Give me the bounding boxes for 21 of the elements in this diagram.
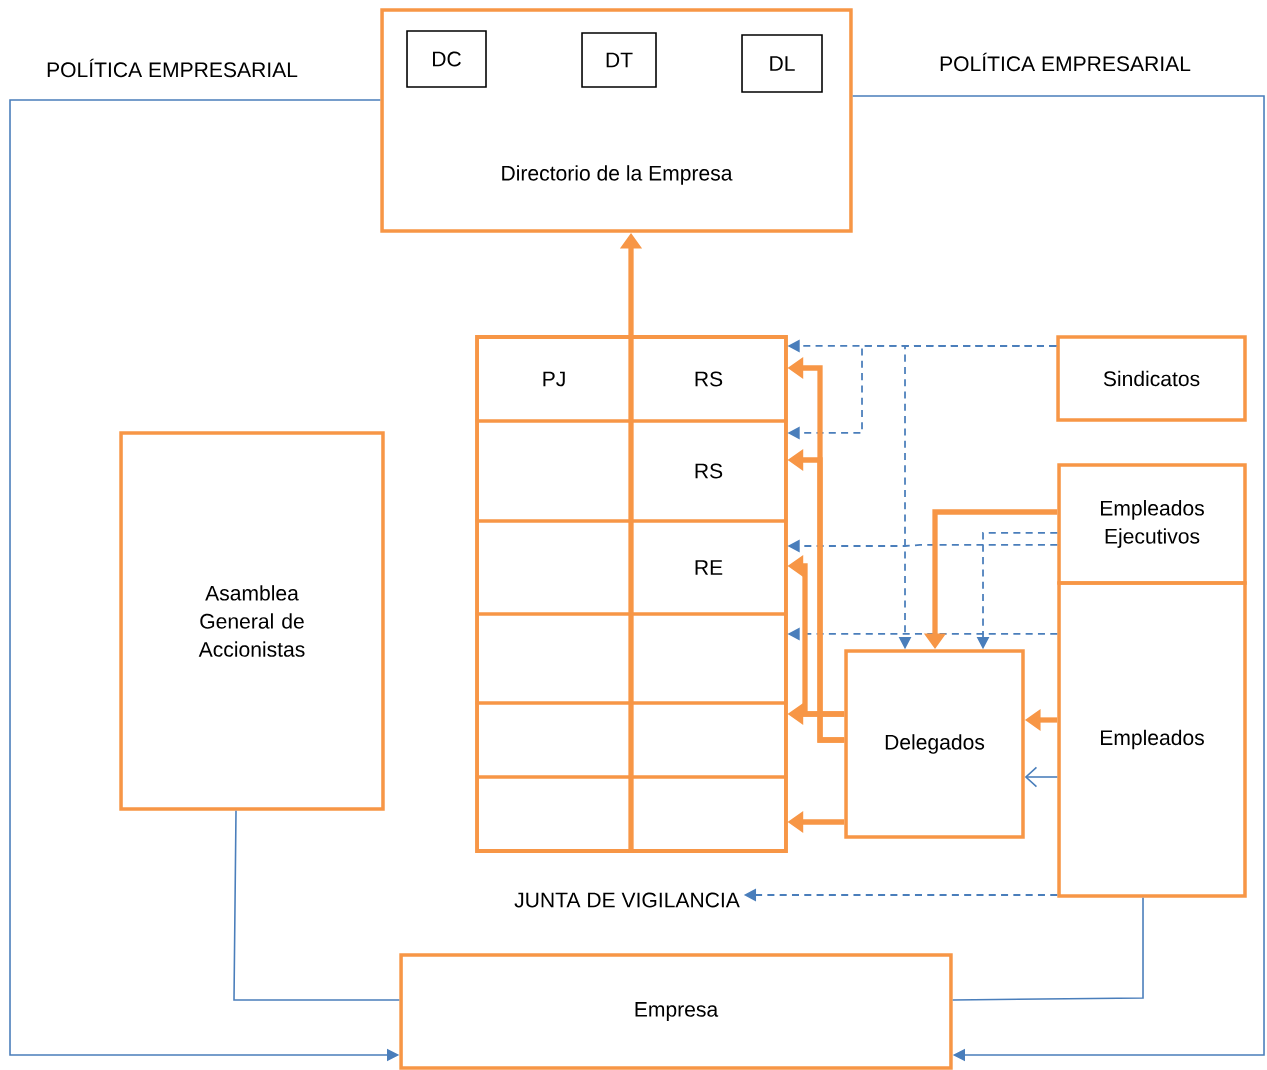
- process-box: Asamblea General de Accionistas: [119, 431, 385, 811]
- process-box: Empleados Ejecutivos: [1057, 463, 1247, 585]
- connector-line: [951, 896, 1144, 1001]
- table-cell: PJ: [475, 335, 633, 423]
- edge-label: POLÍTICA EMPRESARIAL: [935, 49, 1195, 75]
- director-box: DC: [406, 30, 487, 88]
- text-label: JUNTA DE VIGILANCIA: [514, 892, 740, 908]
- arrow: [1024, 766, 1059, 788]
- table-cell: RE: [629, 519, 788, 616]
- edge-label: POLÍTICA EMPRESARIAL: [42, 55, 302, 81]
- director-box: DT: [581, 32, 657, 88]
- arrow: [851, 95, 1265, 1062]
- table-cell: RS: [629, 419, 788, 523]
- process-box: Sindicatos: [1056, 335, 1247, 422]
- director-box: DL: [741, 34, 823, 93]
- table-cell: RS: [629, 335, 788, 423]
- table-grid: [475, 335, 788, 853]
- connector-line: [233, 809, 401, 1001]
- process-box: Empleados: [1057, 581, 1247, 898]
- process-box: Empresa: [399, 953, 953, 1070]
- process-box: Delegados: [844, 649, 1025, 839]
